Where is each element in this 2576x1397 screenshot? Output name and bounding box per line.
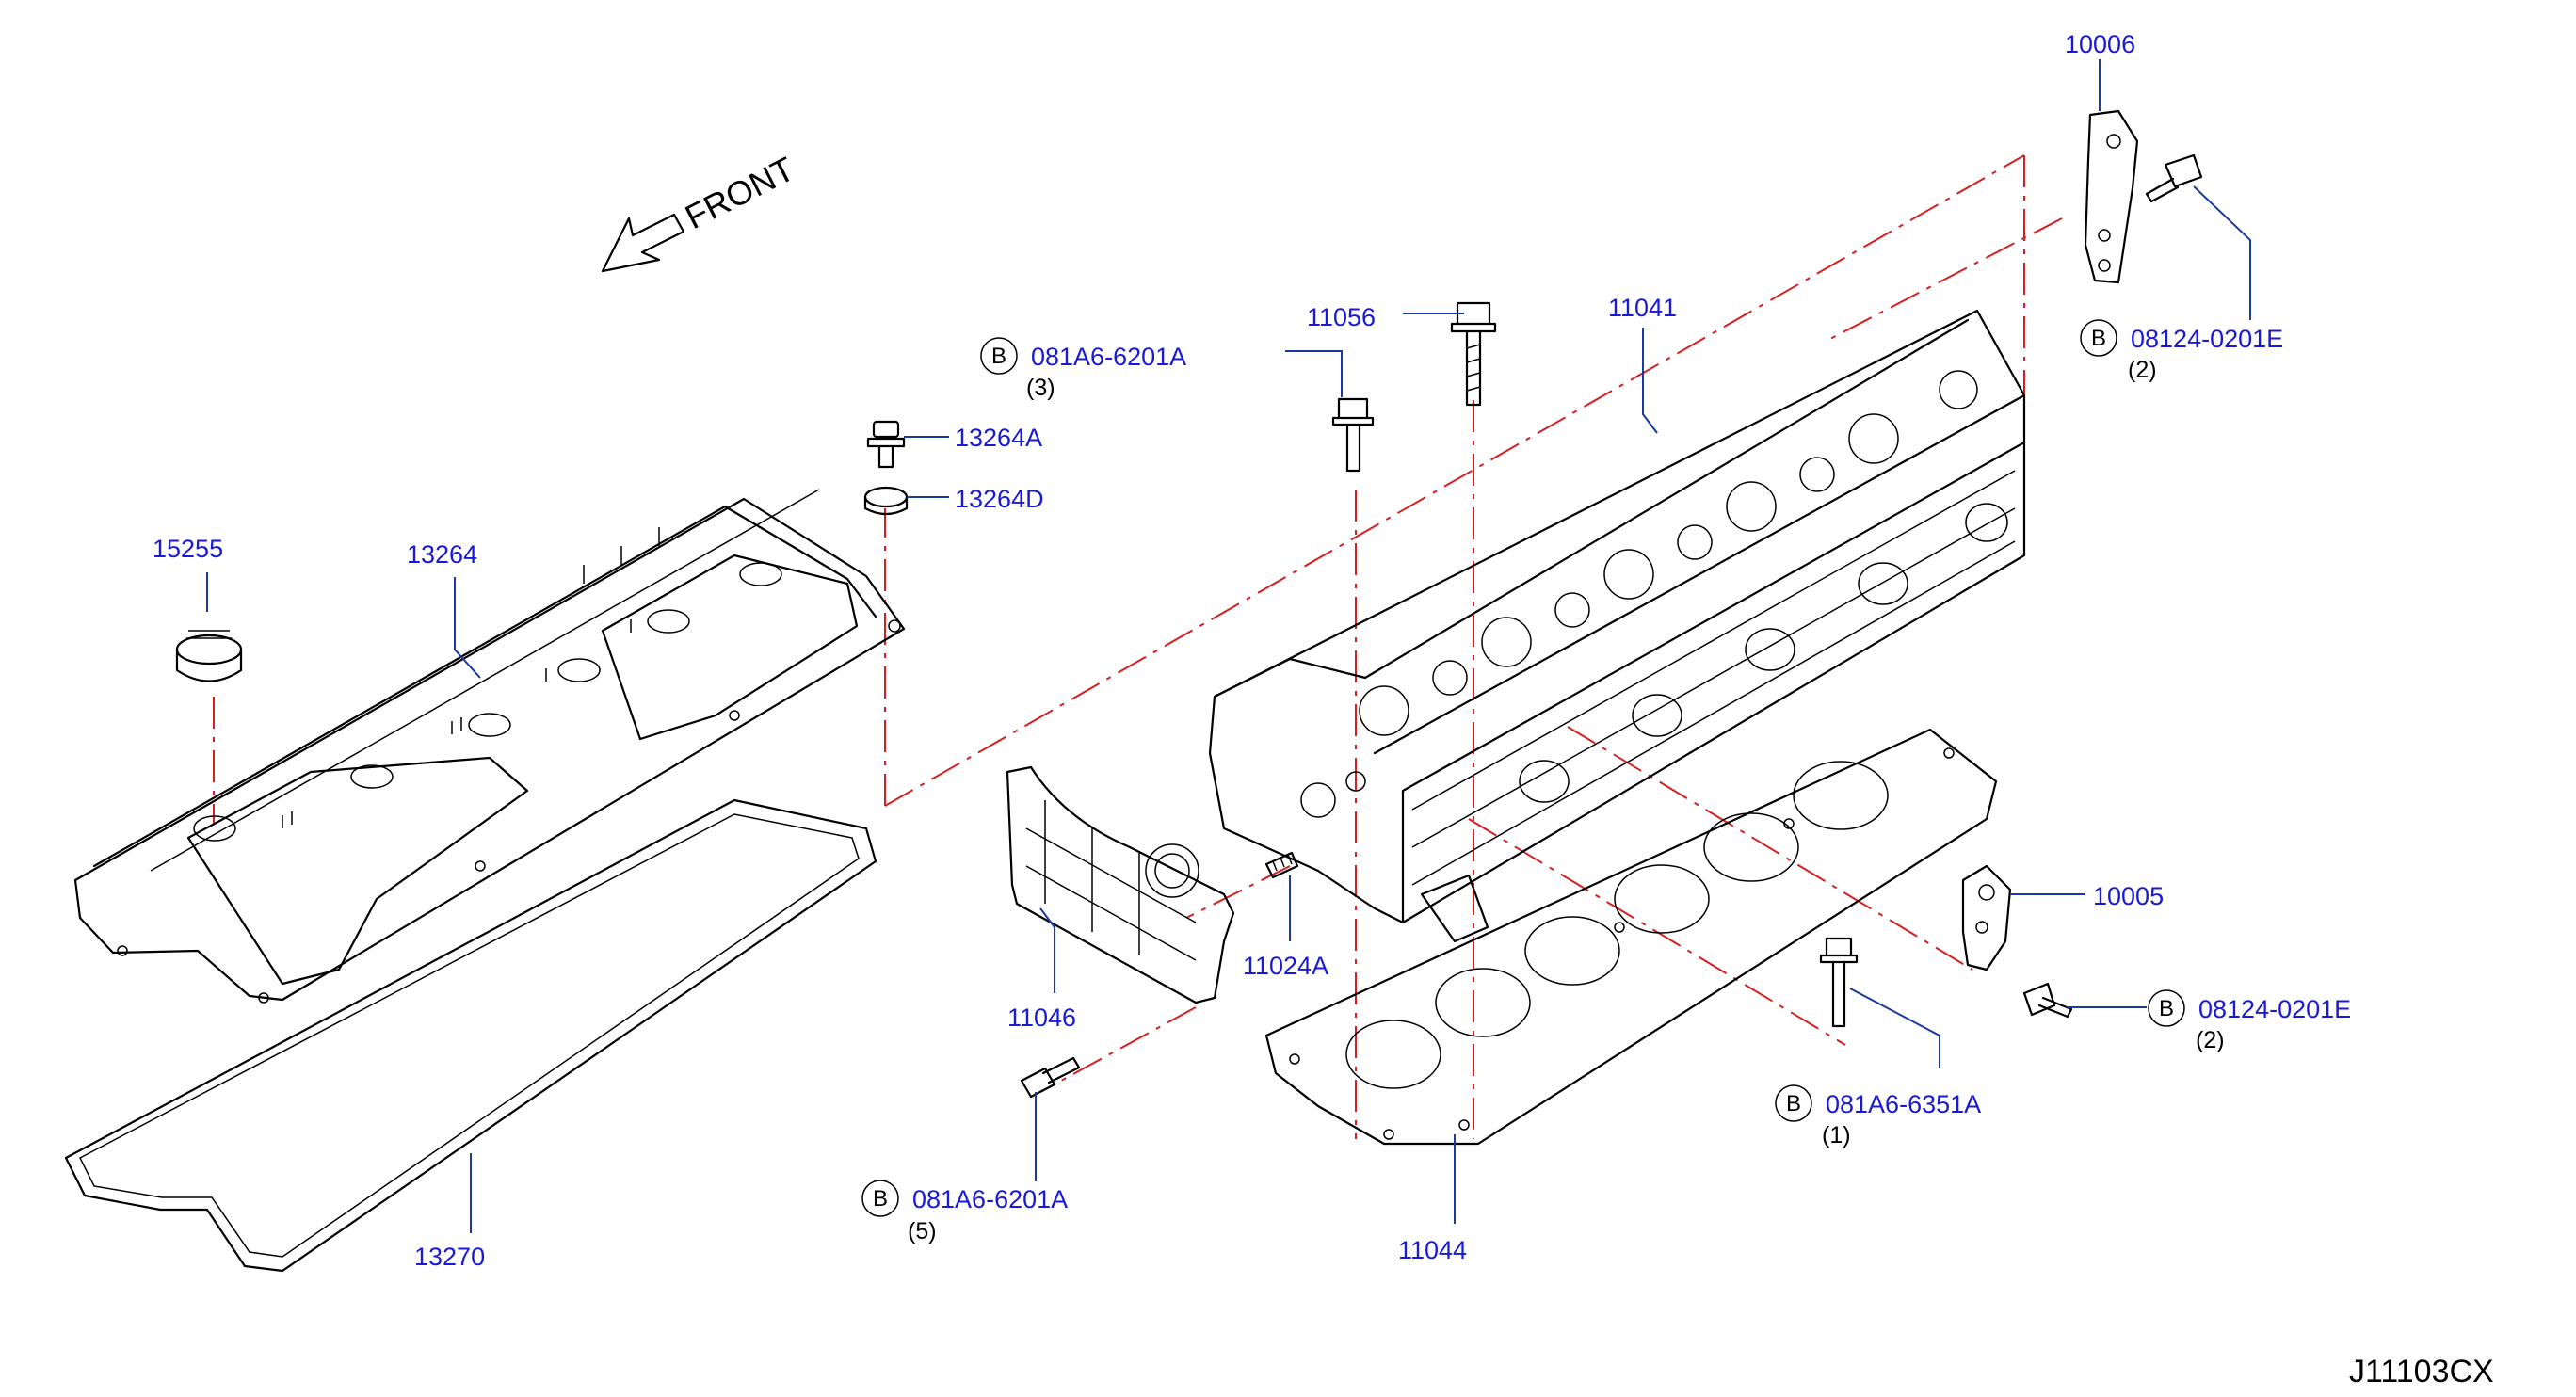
part-11044: 11044 [1398, 1236, 1467, 1264]
part-13264: 13264 [407, 540, 477, 569]
head-gasket [1264, 728, 1998, 1146]
callout-08124-0201e-lower: B 08124-0201E (2) [2148, 989, 2351, 1053]
bolt-quantity: (1) [1822, 1122, 1851, 1148]
front-arrow: FRONT [601, 149, 800, 273]
bracket-10006 [2084, 109, 2139, 284]
bolt-08124-0201e-lower [2022, 982, 2073, 1019]
part-11041: 11041 [1608, 294, 1677, 322]
bolt-quantity: (2) [2128, 357, 2157, 383]
bolt-08124-0201e-upper [2145, 153, 2203, 203]
bolt-part-number: 08124-0201E [2131, 325, 2283, 353]
bolt-circle-b: B [873, 1186, 888, 1212]
part-15255: 15255 [153, 535, 223, 563]
dowel-11024a [1264, 851, 1299, 879]
bolt-circle-b: B [991, 344, 1006, 369]
oil-filler-cap [175, 630, 243, 682]
bolt-081a6-6201a-5 [1020, 1056, 1081, 1099]
bolt-quantity: (3) [1026, 375, 1055, 401]
part-11056: 11056 [1307, 303, 1376, 331]
bolt-13264a [866, 420, 906, 469]
rocker-gasket [64, 798, 877, 1273]
alignment-lines [213, 154, 2063, 1139]
part-11024a: 11024A [1243, 952, 1328, 980]
callout-081a6-6351a-1: B 081A6-6351A (1) [1775, 1084, 1981, 1148]
leader-lines [206, 59, 2251, 1233]
bracket-10005 [1961, 864, 2012, 971]
front-plate-11046 [1006, 765, 1235, 1004]
part-13264a: 13264A [955, 424, 1042, 452]
bolt-circle-b: B [2091, 326, 2106, 351]
part-10005: 10005 [2093, 882, 2164, 910]
bolt-quantity: (5) [908, 1218, 937, 1244]
diagram-code: J11103CX [2349, 1354, 2494, 1389]
front-label: FRONT [679, 149, 800, 236]
bolt-quantity: (2) [2196, 1027, 2225, 1053]
rocker-cover [73, 489, 906, 1004]
bolt-part-number: 08124-0201E [2198, 995, 2351, 1023]
part-11046: 11046 [1007, 1004, 1076, 1032]
part-13264d: 13264D [955, 485, 1044, 513]
bolt-part-number: 081A6-6201A [912, 1185, 1068, 1213]
callout-08124-0201e-upper: B 08124-0201E (2) [2080, 319, 2283, 383]
bolt-part-number: 081A6-6201A [1031, 343, 1186, 371]
callout-081a6-6201a-3: B 081A6-6201A (3) [980, 337, 1186, 401]
callout-081a6-6201a-5: B 081A6-6201A (5) [861, 1180, 1068, 1244]
bolt-circle-b: B [2159, 996, 2174, 1021]
part-13270: 13270 [414, 1243, 485, 1271]
bolt-081a6-6351a [1819, 937, 1859, 1028]
part-10006: 10006 [2065, 30, 2135, 58]
cylinder-head [1208, 309, 2026, 943]
bolt-circle-b: B [1786, 1091, 1801, 1116]
bolt-11056 [1331, 301, 1497, 473]
bolt-part-number: 081A6-6351A [1826, 1090, 1981, 1118]
